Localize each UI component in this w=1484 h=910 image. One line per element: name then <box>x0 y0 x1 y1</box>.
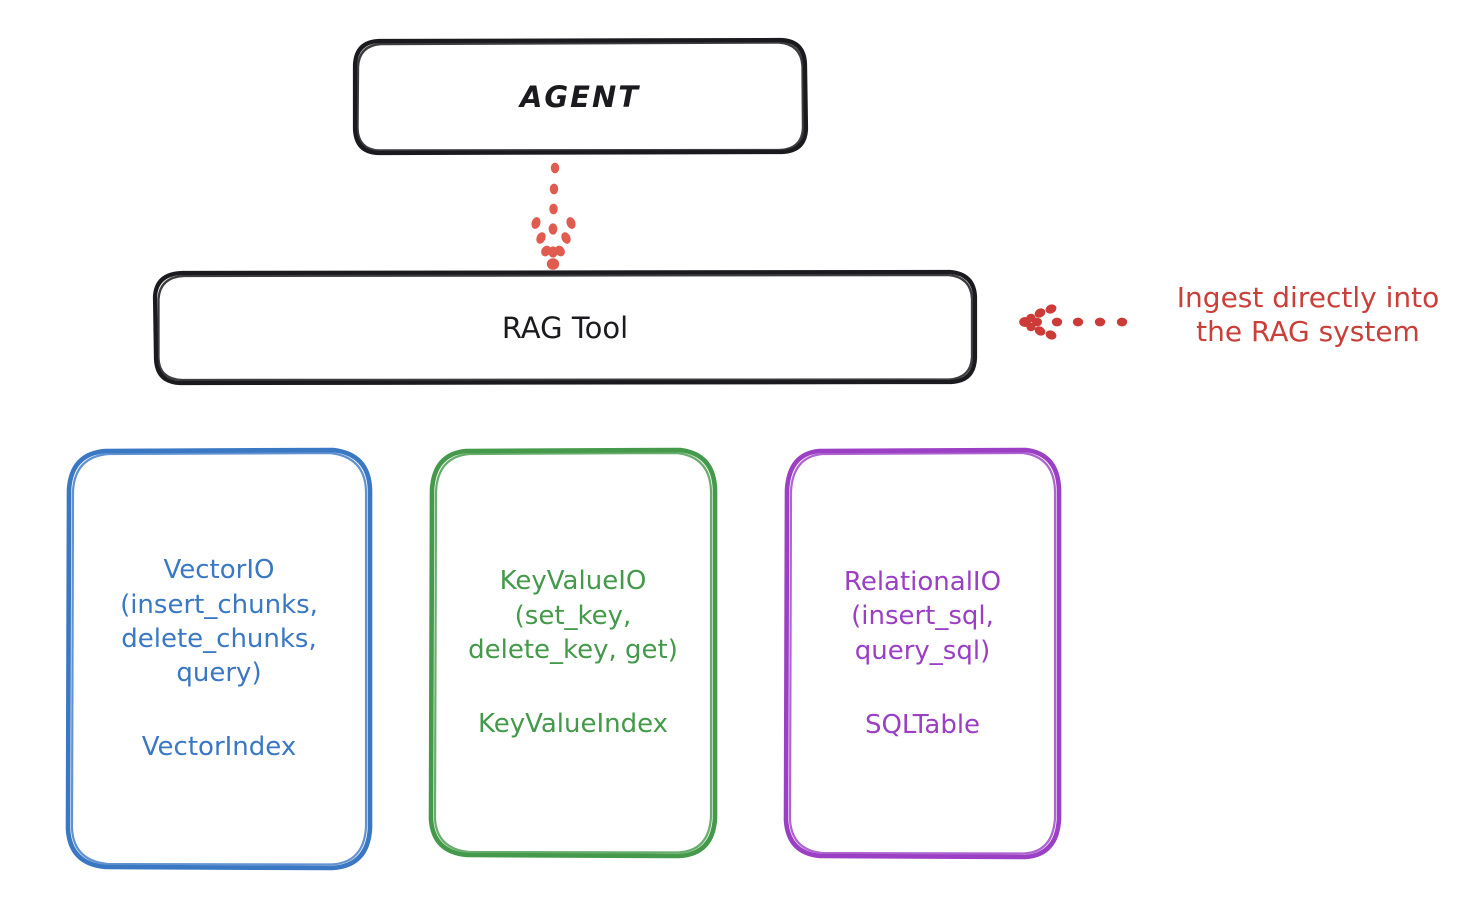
key-value-index-label: KeyValueIndex <box>477 709 669 740</box>
vector-io-card[interactable]: VectorIO (insert_chunks, delete_chunks, … <box>68 450 370 868</box>
rag-tool-label: RAG Tool <box>501 310 629 345</box>
sql-table-label: SQLTable <box>864 709 981 740</box>
agent-label: AGENT <box>519 79 641 114</box>
key-value-io-api-label: KeyValueIO (set_key, delete_key, get) <box>468 566 678 665</box>
rag-tool-node[interactable]: RAG Tool <box>155 272 975 383</box>
rag-tool-box-outline <box>152 269 978 386</box>
key-value-io-card[interactable]: KeyValueIO (set_key, delete_key, get) Ke… <box>430 450 716 856</box>
vector-index-label: VectorIndex <box>141 732 297 763</box>
agent-to-rag-arrow <box>531 162 576 270</box>
ingest-annotation-text: Ingest directly into the RAG system <box>1176 281 1440 349</box>
relational-io-api-label: RelationalIO (insert_sql, query_sql) <box>843 566 1002 666</box>
vector-io-card-outline <box>65 447 373 871</box>
relational-io-card[interactable]: RelationalIO (insert_sql, query_sql) SQL… <box>785 450 1060 857</box>
key-value-io-card-outline <box>428 447 718 859</box>
relational-io-card-outline <box>783 447 1062 860</box>
ingest-note-arrow <box>1019 304 1128 340</box>
agent-box-outline <box>352 37 809 156</box>
agent-node[interactable]: AGENT <box>355 40 805 153</box>
vector-io-api-label: VectorIO (insert_chunks, delete_chunks, … <box>120 555 318 689</box>
